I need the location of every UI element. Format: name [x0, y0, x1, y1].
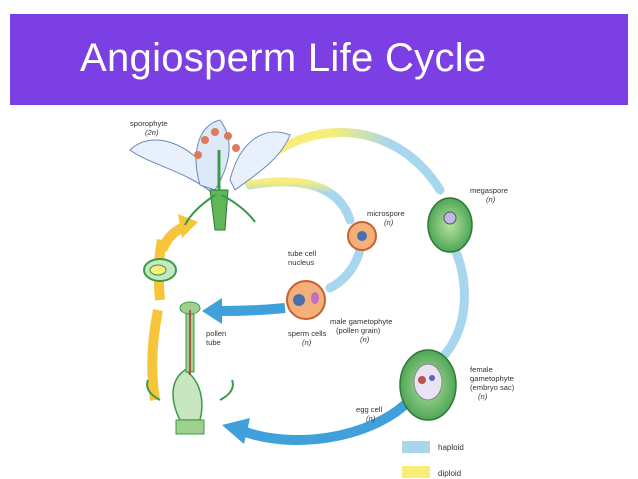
- microspore-cell: [347, 221, 377, 251]
- label-microspore: microspore: [367, 209, 405, 218]
- arrow-pollen-to-tube: [202, 298, 286, 324]
- label-microspore-ploidy: (n): [384, 218, 394, 227]
- legend-diploid-swatch: [402, 466, 430, 478]
- arrow-yellow-up-2: [157, 214, 198, 253]
- label-tube-cell-nucleus: nucleus: [288, 258, 314, 267]
- legend-haploid-label: haploid: [438, 443, 464, 452]
- legend-haploid-swatch: [402, 441, 430, 453]
- seed-embryo: [143, 258, 177, 282]
- label-gametophyte: gametophyte: [470, 374, 514, 383]
- megaspore-ovule: [427, 197, 473, 253]
- label-megaspore-ploidy: (n): [486, 195, 496, 204]
- title-bar: [10, 14, 628, 105]
- label-pollen-grain: (pollen grain): [336, 326, 381, 335]
- label-female: female: [470, 365, 493, 374]
- label-megaspore: megaspore: [470, 186, 508, 195]
- label-egg-ploidy: (n): [366, 414, 376, 423]
- legend-diploid-label: diploid: [438, 469, 461, 478]
- label-pollen-tube: tube: [206, 338, 221, 347]
- label-male-gametophyte: male gametophyte: [330, 317, 392, 326]
- flower-sporophyte: [129, 119, 291, 231]
- slide-title: Angiosperm Life Cycle: [80, 36, 487, 80]
- label-sperm-cells: sperm cells: [288, 329, 327, 338]
- label-female-ploidy: (n): [478, 392, 488, 401]
- pollen-grain: [286, 280, 326, 320]
- arrow-yellow-bottom: [147, 309, 163, 401]
- right-cycle-band: [435, 240, 469, 365]
- embryo-sac: [399, 349, 457, 421]
- inner-cycle-band: [245, 177, 355, 225]
- label-egg-cell: egg cell: [356, 405, 382, 414]
- label-sperm-ploidy: (n): [302, 338, 312, 347]
- legend: haploid diploid: [402, 441, 464, 478]
- label-sporophyte-ploidy: (2n): [145, 128, 159, 137]
- label-pollen: pollen: [206, 329, 226, 338]
- label-embryo-sac: (embryo sac): [470, 383, 515, 392]
- label-sporophyte: sporophyte: [130, 119, 168, 128]
- label-male-ploidy: (n): [360, 335, 370, 344]
- label-tube-cell: tube cell: [288, 249, 317, 258]
- microspore-band: [325, 245, 365, 293]
- pistil-pollen-tube: [146, 301, 234, 435]
- arrow-embryo-to-base: [222, 396, 414, 445]
